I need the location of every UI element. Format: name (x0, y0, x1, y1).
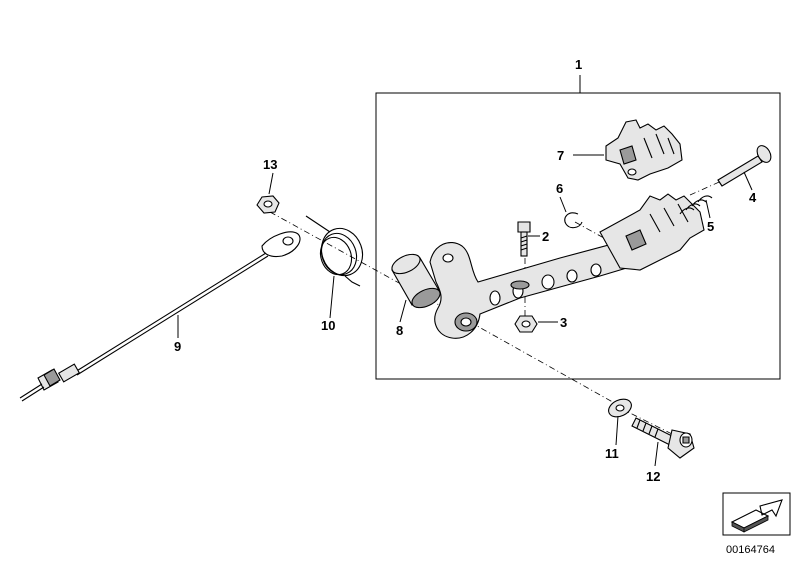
nut-part-3 (514, 315, 538, 333)
leader-lines (177, 75, 753, 467)
bolt-part-2 (517, 221, 531, 257)
callout-11: 11 (605, 446, 619, 461)
assembly-frame (375, 92, 781, 380)
callout-10: 10 (321, 318, 335, 333)
callout-3: 3 (560, 315, 567, 330)
spring-part-10 (305, 215, 364, 287)
pin-part-4 (717, 145, 772, 187)
reference-box (722, 492, 791, 536)
callout-13: 13 (263, 157, 277, 172)
nut-part-13 (256, 195, 280, 214)
callout-7: 7 (557, 148, 564, 163)
callout-12: 12 (646, 469, 660, 484)
washer-part-11 (608, 398, 632, 418)
screw-part-12 (631, 417, 695, 459)
callout-1: 1 (575, 57, 582, 72)
circlip-part-6 (564, 212, 583, 229)
reference-number: 00164764 (726, 544, 775, 556)
footrest-peg-part-5 (599, 193, 713, 271)
callout-6: 6 (556, 181, 563, 196)
callout-2: 2 (542, 229, 549, 244)
cable-part-9 (19, 231, 301, 402)
footrest-plate-part-7 (605, 119, 683, 181)
footrest-lever (429, 241, 641, 339)
callout-4: 4 (749, 190, 757, 205)
callout-8: 8 (396, 323, 403, 338)
bushing-part-8 (391, 253, 441, 309)
callout-5: 5 (707, 219, 714, 234)
callout-9: 9 (174, 339, 181, 354)
